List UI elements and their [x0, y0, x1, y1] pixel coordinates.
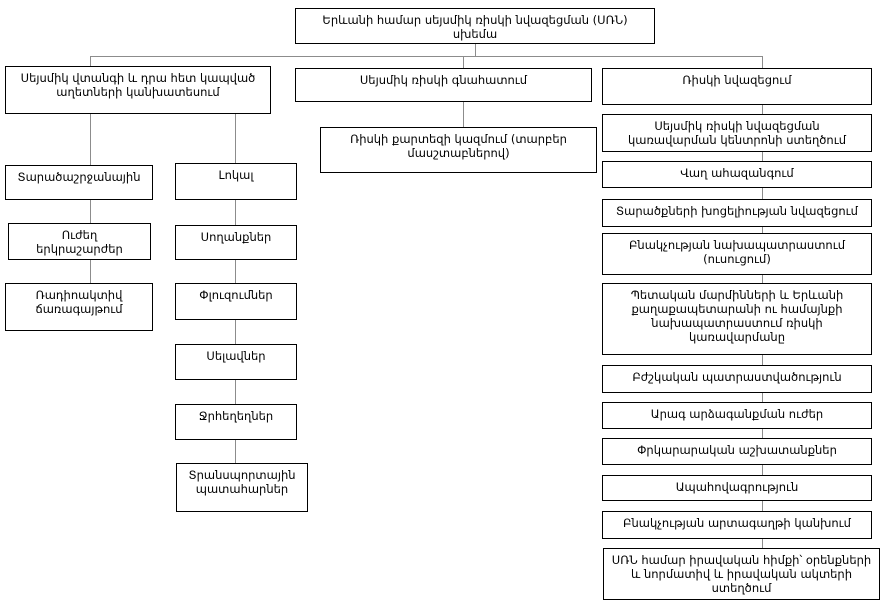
rescue-works-box: Փրկարարական աշխատանքներ: [602, 438, 872, 465]
insurance-box: Ապահովագրություն: [602, 475, 872, 501]
regional-box: Տարածաշրջանային: [5, 165, 153, 200]
legal-basis-box: ՍՌՆ համար իրավական հիմքի՝ օրենքների և նո…: [603, 548, 880, 600]
early-warning-box: Վաղ ահազանգում: [602, 161, 872, 188]
connector-line: [762, 429, 763, 438]
emigration-prevention-box: Բնակչության արտագաղթի կանխում: [602, 511, 872, 539]
connector-line: [235, 320, 236, 344]
connector-line: [90, 56, 763, 57]
assessment-header-box: Սեյսմիկ ռիսկի գնահատում: [295, 68, 592, 102]
mudflows-box: Սելավներ: [175, 344, 297, 380]
connector-line: [762, 105, 763, 114]
strong-earthquakes-box: Ուժեղ երկրաշարժեր: [8, 223, 151, 260]
medical-preparedness-box: Բժշկական պատրաստվածություն: [602, 365, 872, 393]
connector-line: [762, 465, 763, 475]
reduction-header-box: Ռիսկի նվազեցում: [602, 68, 872, 105]
connector-line: [475, 44, 476, 56]
connector-line: [235, 380, 236, 404]
transport-accidents-box: Տրանսպորտային պատահարներ: [176, 463, 308, 512]
connector-line: [762, 56, 763, 68]
radioactive-radiation-box: Ռադիոակտիվ ճառագայթում: [5, 283, 153, 331]
connector-line: [90, 260, 91, 283]
connector-line: [762, 188, 763, 199]
connector-line: [762, 393, 763, 402]
management-center-box: Սեյսմիկ ռիսկի նվազեցման կառավարման կենտր…: [602, 114, 872, 152]
connector-line: [235, 114, 236, 163]
connector-line: [90, 200, 91, 223]
collapses-box: Փլուզումներ: [175, 283, 297, 320]
title-box: Երևանի համար սեյսմիկ ռիսկի նվազեցման (ՍՌ…: [295, 8, 655, 44]
state-bodies-preparation-box: Պետական մարմինների և Երևանի քաղաքապետարա…: [602, 283, 872, 355]
floods-box: Ջրհեղեղներ: [175, 404, 297, 440]
connector-line: [762, 501, 763, 511]
landslides-box: Սողանքներ: [175, 225, 297, 260]
connector-line: [762, 152, 763, 161]
connector-line: [762, 275, 763, 283]
local-box: Լոկալ: [175, 163, 297, 200]
connector-line: [762, 355, 763, 365]
connector-line: [90, 114, 91, 165]
connector-line: [463, 102, 464, 127]
connector-line: [235, 260, 236, 283]
risk-map-box: Ռիսկի քարտեզի կազմում (տարբեր մասշտաբներ…: [320, 127, 597, 173]
vulnerability-reduction-box: Տարածքների խոցելիության նվազեցում: [602, 199, 872, 227]
connector-line: [762, 227, 763, 233]
forecast-header-box: Սեյսմիկ վտանգի և դրա հետ կապված աղետների…: [5, 66, 271, 114]
population-training-box: Բնակչության նախապատրաստում (ուսուցում): [602, 233, 872, 275]
connector-line: [235, 440, 236, 463]
connector-line: [235, 200, 236, 225]
connector-line: [90, 56, 91, 66]
connector-line: [762, 539, 763, 548]
connector-line: [463, 56, 464, 68]
rapid-response-forces-box: Արագ արձագանքման ուժեր: [602, 402, 872, 429]
